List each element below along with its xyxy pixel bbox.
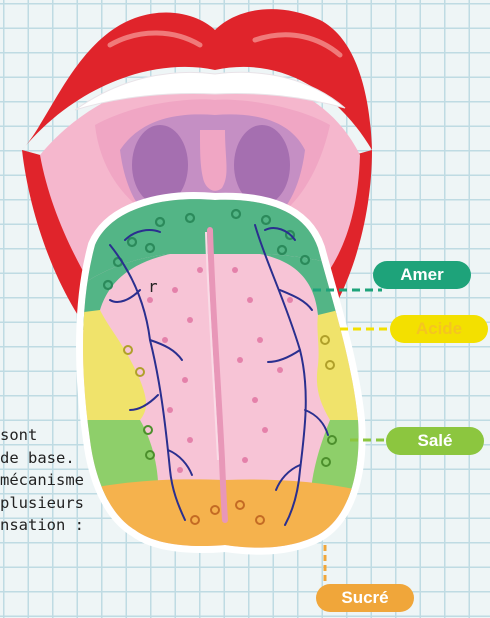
label-sucre: Sucré [316, 584, 414, 612]
body-text: sont de base. mécanisme plusieurs nsatio… [0, 424, 150, 537]
body-line: de base. [0, 447, 150, 470]
label-acide: Acide [390, 315, 488, 343]
label-sale: Salé [386, 427, 484, 455]
body-line: plusieurs [0, 492, 150, 515]
label-amer: Amer [373, 261, 471, 289]
body-line: nsation : [0, 514, 150, 537]
body-line: sont [0, 424, 150, 447]
text-fragment: r [148, 277, 158, 296]
body-line: mécanisme [0, 469, 150, 492]
